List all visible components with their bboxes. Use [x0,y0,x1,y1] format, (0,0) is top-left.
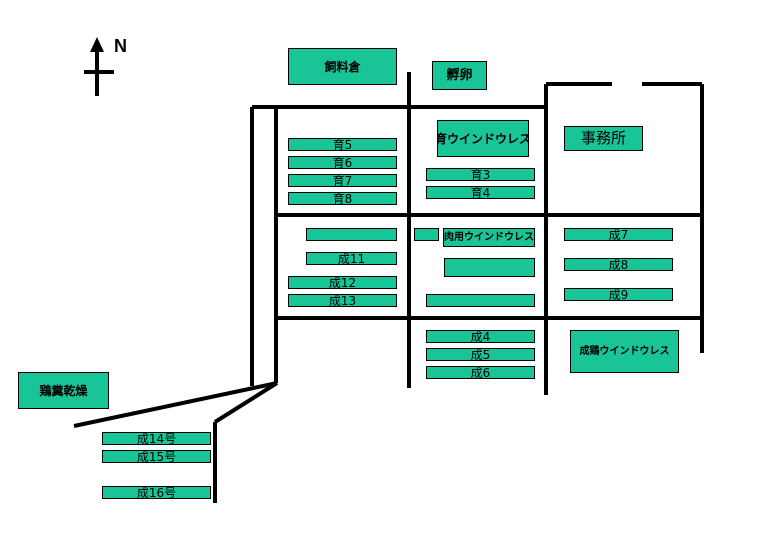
house-sei13[interactable]: 成13 [288,294,397,307]
house-sei7[interactable]: 成7 [564,228,673,241]
north-label: N [114,36,127,56]
house-sei11[interactable]: 成11 [306,252,397,265]
house-iku8[interactable]: 育8 [288,192,397,205]
house-sei9[interactable]: 成9 [564,288,673,301]
house-sei4[interactable]: 成4 [426,330,535,343]
house-unlabeled-2[interactable] [444,258,535,277]
house-sei14[interactable]: 成14号 [102,432,211,445]
house-iku4[interactable]: 育4 [426,186,535,199]
house-sei16[interactable]: 成16号 [102,486,211,499]
north-arrow-head [90,37,104,52]
feed-storage[interactable]: 飼料倉 [288,48,397,85]
office[interactable]: 事務所 [564,126,643,151]
house-iku6[interactable]: 育6 [288,156,397,169]
house-sei15[interactable]: 成15号 [102,450,211,463]
road-sw-diagonal [213,381,279,424]
road-sw-long [73,381,278,428]
layer-windowless[interactable]: 成鶏ウインドウレス [570,330,679,373]
house-iku7[interactable]: 育7 [288,174,397,187]
house-unlabeled-small[interactable] [414,228,439,241]
house-sei8[interactable]: 成8 [564,258,673,271]
house-sei5[interactable]: 成5 [426,348,535,361]
house-iku5[interactable]: 育5 [288,138,397,151]
hatchery[interactable]: 孵卵 [432,61,487,90]
house-sei6[interactable]: 成6 [426,366,535,379]
rearing-windowless[interactable]: 育ウインドウレス [437,120,529,157]
house-unlabeled-1[interactable] [306,228,397,241]
house-unlabeled-3[interactable] [426,294,535,307]
house-sei12[interactable]: 成12 [288,276,397,289]
house-iku3[interactable]: 育3 [426,168,535,181]
manure-drying[interactable]: 鶏糞乾燥 [18,372,109,409]
broiler-windowless[interactable]: 肉用ウインドウレス [443,228,535,247]
